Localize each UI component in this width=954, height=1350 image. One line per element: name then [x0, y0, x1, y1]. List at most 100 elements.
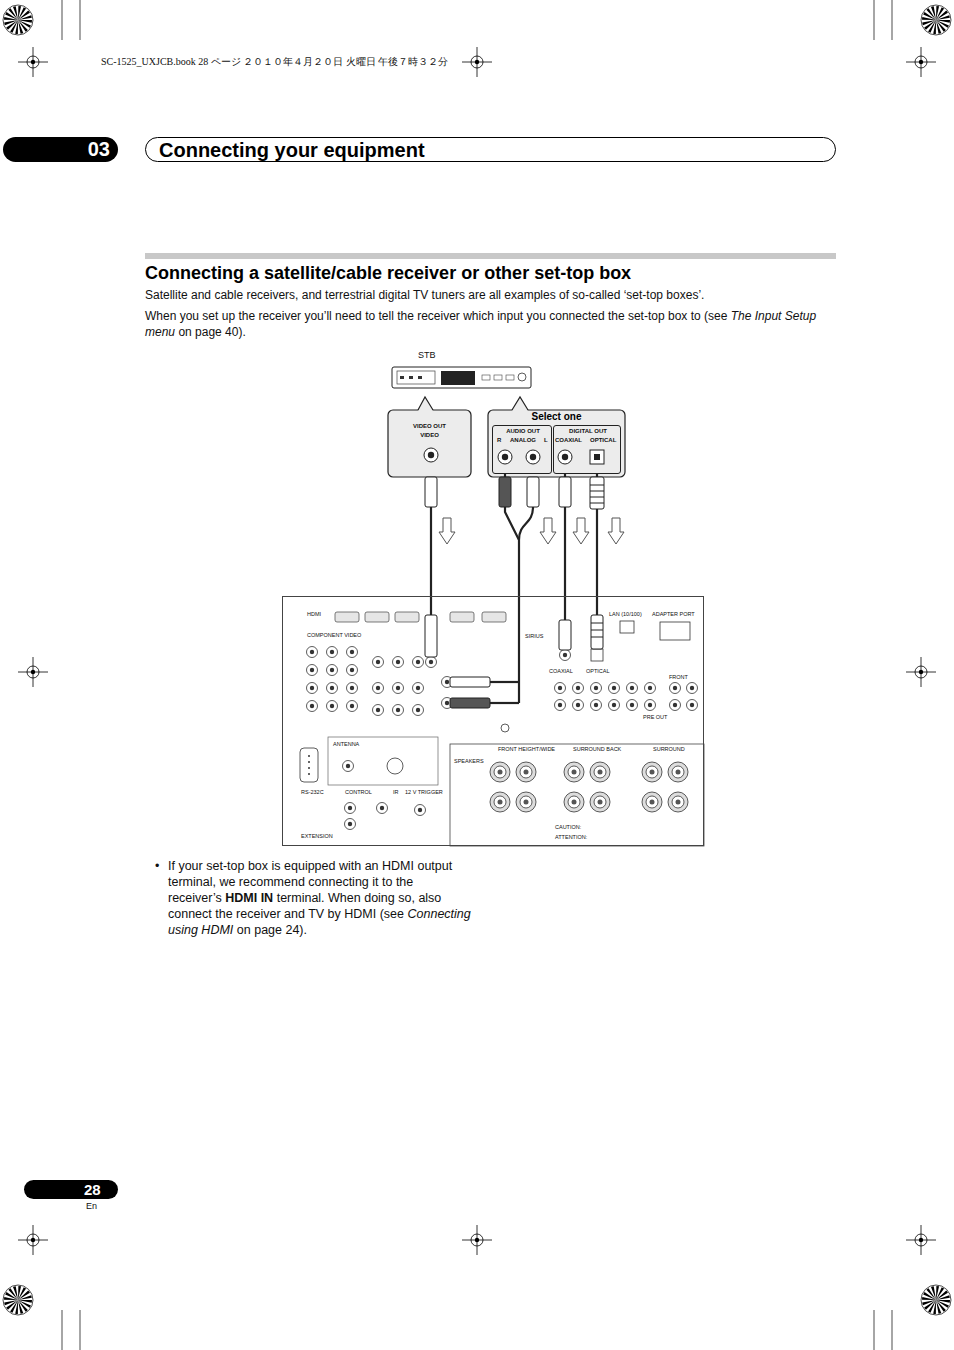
text-block: When you set up the receiver you’ll need…: [145, 308, 837, 340]
text-holder: COAXIAL: [549, 669, 573, 675]
cable-plug: [590, 477, 604, 509]
registration-mark: [462, 47, 492, 77]
terminal-label: AUDIO OUT: [506, 428, 540, 434]
registration-mark: [18, 1225, 48, 1255]
panel-label: 12 V TRIGGER: [405, 789, 443, 795]
crop-line: [892, 0, 893, 40]
text-holder: SPEAKERS: [454, 759, 484, 765]
panel-label: HDMI: [307, 611, 321, 617]
set-top-box-drawing: [482, 375, 490, 380]
receiver-rear-panel: [393, 657, 404, 668]
text-holder: CONTROL: [345, 790, 372, 796]
set-top-box-drawing: [518, 373, 526, 381]
receiver-rear-panel: [642, 792, 662, 812]
cable-plug: [490, 702, 519, 704]
cable-plug: [425, 615, 437, 657]
direction-arrow: [608, 518, 624, 544]
text-block: 28: [84, 1180, 101, 1199]
registration-mark: [921, 5, 951, 35]
receiver-rear-panel: [687, 683, 698, 694]
body-text: When you set up the receiver you’ll need…: [145, 309, 727, 323]
receiver-rear-panel: [426, 657, 437, 668]
text-holder: CAUTION:: [555, 825, 581, 831]
text-holder: AUDIO OUT: [493, 428, 553, 434]
section-title: Connecting a satellite/cable receiver or…: [145, 263, 631, 283]
receiver-rear-panel: [415, 805, 426, 816]
panel-label: PRE OUT: [643, 714, 667, 720]
output-jack: [424, 448, 438, 462]
text-holder: COAXIAL: [555, 437, 582, 443]
receiver-rear-panel: [327, 683, 338, 694]
text-holder: ADAPTER PORT: [652, 612, 695, 618]
cable-plug: [490, 681, 519, 683]
receiver-rear-panel: [627, 683, 638, 694]
terminal-label: OPTICAL: [590, 437, 616, 443]
crop-line: [874, 0, 875, 40]
panel-label: CAUTION:: [555, 824, 581, 830]
receiver-rear-panel: [501, 724, 509, 732]
receiver-rear-panel: [627, 700, 638, 711]
receiver-rear-panel: [393, 705, 404, 716]
panel-label: SPEAKERS: [454, 758, 484, 764]
registration-mark: [462, 1225, 492, 1255]
registration-mark: [921, 1285, 951, 1315]
cable-plug: [564, 596, 566, 620]
text-holder: Connecting your equipment: [159, 139, 425, 162]
receiver-panel: HDMI COMPONENT VIDEO LAN (10/100) ADAPTER P…: [282, 596, 704, 846]
receiver-rear-panel: [564, 762, 584, 782]
callout-bubble-shape: [488, 410, 625, 477]
cable-plug: [559, 477, 571, 507]
text-block: •: [155, 858, 159, 874]
panel-label: OPTICAL: [586, 668, 610, 674]
receiver-rear-panel: [282, 596, 704, 846]
receiver-rear-panel: [335, 612, 506, 622]
set-top-box-drawing: [392, 367, 531, 388]
registration-mark: [18, 47, 48, 77]
registration-mark: [3, 5, 951, 1315]
text-holder: COMPONENT VIDEO: [307, 633, 361, 639]
receiver-rear-panel: [490, 762, 510, 782]
body-text: on page 40).: [178, 325, 245, 339]
receiver-rear-panel: [670, 683, 681, 694]
panel-label: LAN (10/100): [609, 611, 642, 617]
receiver-rear-panel: [413, 705, 424, 716]
text-holder: SURROUND BACK: [573, 747, 621, 753]
receiver-rear-panel: [393, 683, 404, 694]
text-holder: DIGITAL OUT: [554, 428, 622, 434]
panel-label: ADAPTER PORT: [652, 611, 695, 617]
cable-plug: [425, 477, 604, 708]
cable-plug: [591, 615, 603, 649]
crop-line: [80, 1310, 81, 1350]
panel-label: CONTROL: [345, 789, 372, 795]
receiver-rear-panel: [668, 792, 688, 812]
set-top-box-drawing: [400, 376, 404, 379]
receiver-rear-panel: [450, 744, 704, 846]
text-holder: OPTICAL: [590, 437, 616, 443]
cable-plug: [559, 620, 571, 650]
receiver-rear-panel: [645, 700, 656, 711]
language-code: En: [86, 1201, 97, 1211]
body-text: on page 24).: [237, 923, 307, 937]
receiver-rear-panel: [365, 612, 389, 622]
text-holder: LAN (10/100): [609, 612, 642, 618]
receiver-rear-panel: [413, 657, 424, 668]
receiver-rear-panel: [555, 683, 566, 694]
callout-bubble-shape: [512, 397, 528, 410]
receiver-rear-panel: [609, 700, 620, 711]
output-jack: [498, 450, 512, 464]
callout-bubble-shape: [388, 410, 471, 477]
crop-line: [62, 0, 892, 1350]
direction-arrow: [540, 518, 556, 544]
receiver-rear-panel: [347, 647, 358, 658]
cable-plug: [590, 491, 604, 492]
text-holder: VIDEO: [388, 432, 471, 438]
registration-mark: [3, 5, 33, 35]
cable-plug: [425, 477, 437, 507]
receiver-rear-panel: [413, 683, 424, 694]
cable-plug: [430, 596, 432, 615]
terminal-label: VIDEO: [420, 432, 439, 438]
panel-label: FRONT HEIGHT/WIDE: [498, 746, 555, 752]
text-holder: OPTICAL: [586, 669, 610, 675]
receiver-rear-panel: [327, 701, 338, 712]
